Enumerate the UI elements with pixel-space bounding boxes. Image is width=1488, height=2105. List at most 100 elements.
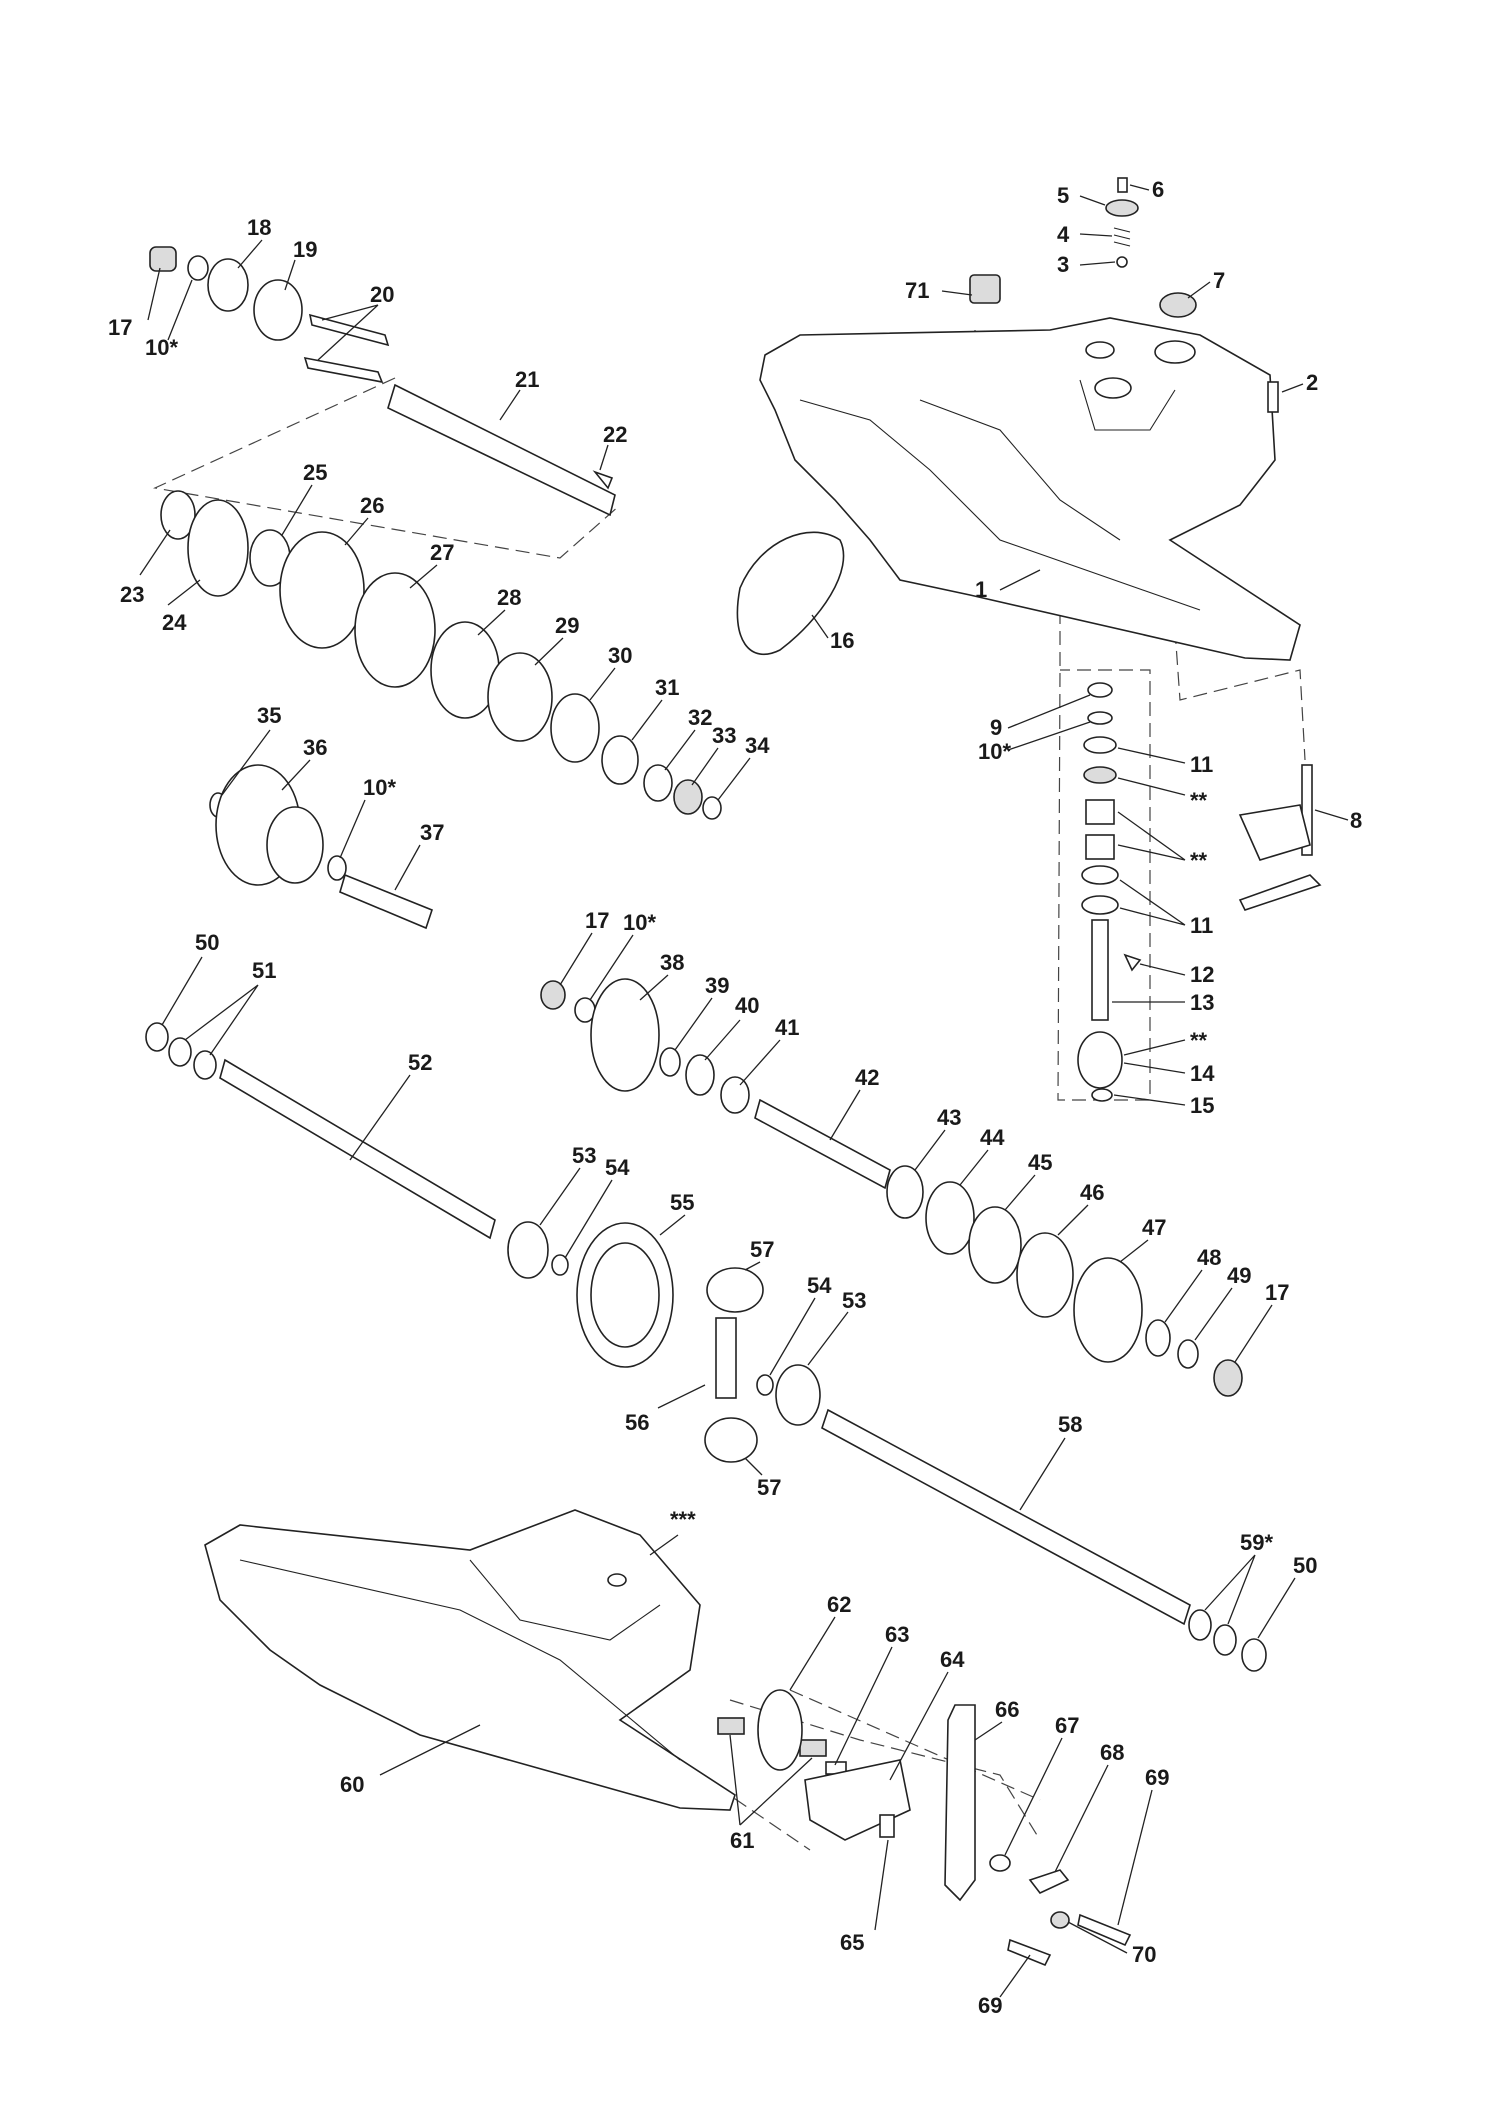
callout-2: 2 [1306,370,1318,395]
disc-62-icon [757,1689,803,1771]
callout-17-top: 17 [108,315,132,340]
washer-49-icon [1177,1339,1199,1369]
bushing-31-icon [601,735,639,785]
callout-38: 38 [660,950,684,975]
callout-56: 56 [625,1410,649,1435]
pin-65-icon [879,1814,895,1838]
callout-12: 12 [1190,962,1214,987]
ring-gear-55-inner-icon [590,1242,660,1348]
pinion-36-icon [266,806,324,884]
ring-23-icon [160,490,196,540]
shaft-42-icon [754,1098,891,1190]
callout-29: 29 [555,613,579,638]
gear-29-icon [487,652,553,742]
chain-16-icon [736,531,845,656]
washer-11-icon [1083,736,1117,754]
callout-37: 37 [420,820,444,845]
callout-36: 36 [303,735,327,760]
washer-54-left-icon [551,1254,569,1276]
callout-25: 25 [303,460,327,485]
callout-59: 59* [1240,1530,1273,1555]
callout-16: 16 [830,628,854,653]
callout-70: 70 [1132,1942,1156,1967]
callout-45: 45 [1028,1150,1052,1175]
gear-cluster-35-37 [209,764,433,930]
keys-20-icon [303,313,390,384]
callout-11-lower: 11 [1190,913,1213,938]
callout-57-bottom: 57 [757,1475,781,1500]
callout-55: 55 [670,1190,694,1215]
washer-10-icon [187,255,209,281]
lever-arm-8-icon [1238,874,1322,911]
callout-30: 30 [608,643,632,668]
leader-lines [139,184,1349,1998]
callout-52: 52 [408,1050,432,1075]
callout-34: 34 [745,733,770,758]
callout-15: 15 [1190,1093,1214,1118]
pin-56-icon [715,1317,737,1399]
callout-42: 42 [855,1065,879,1090]
callout-9: 9 [990,715,1002,740]
callout-11-upper: 11 [1190,752,1213,777]
shaft-13-icon [1091,919,1109,1021]
callout-54-right: 54 [807,1273,832,1298]
callout-13: 13 [1190,990,1214,1015]
callout-47: 47 [1142,1215,1166,1240]
callout-7: 7 [1213,268,1225,293]
callout-61: 61 [730,1828,754,1853]
washer-54-right-icon [756,1374,774,1396]
callout-33: 33 [712,723,736,748]
callout-60: 60 [340,1772,364,1797]
gear-44-icon [925,1181,975,1255]
callout-21: 21 [515,367,539,392]
washer-11-lowest-icon [1081,895,1119,915]
assembly-guide-lines [152,330,1306,1851]
callout-71: 71 [905,278,929,303]
callout-32: 32 [688,705,712,730]
washer-50-left-icon [145,1022,169,1052]
washer-67-icon [989,1854,1011,1872]
callout-22: 22 [603,422,627,447]
callout-65: 65 [840,1930,864,1955]
lower-housing-part-60 [204,1509,736,1811]
gear-30-icon [550,693,600,763]
washer-51-b-icon [193,1050,217,1080]
callout-51: 51 [252,958,276,983]
bevel-gear-53-right-icon [775,1364,821,1426]
bolt-69-right-icon [1077,1913,1132,1947]
bevel-pinion-14-icon [1077,1031,1123,1089]
gear-43-icon [886,1165,924,1219]
plate-68-icon [1028,1869,1070,1894]
washer-51-a-icon [168,1037,192,1067]
callout-1: 1 [975,577,987,602]
bolt-69-left-icon [1007,1938,1052,1967]
callout-27: 27 [430,540,454,565]
washer-10-vertical-icon [1087,711,1113,725]
callout-50-left: 50 [195,930,219,955]
callout-46: 46 [1080,1180,1104,1205]
callout-68: 68 [1100,1740,1124,1765]
callout-3: 3 [1057,252,1069,277]
key-22-icon [592,470,614,490]
callout-57-top: 57 [750,1237,774,1262]
callout-64: 64 [940,1647,965,1672]
bolt-2-icon [1267,381,1279,413]
washer-39-icon [659,1047,681,1077]
gear-27-icon [354,572,436,688]
ball-3-icon [1116,256,1128,268]
callout-19: 19 [293,237,317,262]
callout-39: 39 [705,973,729,998]
callout-66: 66 [995,1697,1019,1722]
spring-4-icon [1113,227,1131,247]
pin-37-icon [339,873,433,930]
callout-48: 48 [1197,1245,1221,1270]
callout-63: 63 [885,1622,909,1647]
callout-58: 58 [1058,1412,1082,1437]
bushing-17-right-icon [1213,1359,1243,1397]
callout-53-left: 53 [572,1143,596,1168]
washer-59-a-icon [1188,1609,1212,1641]
washer-50-right-icon [1241,1638,1267,1672]
bushing-33-icon [673,779,703,815]
bushing-41-icon [720,1076,750,1114]
